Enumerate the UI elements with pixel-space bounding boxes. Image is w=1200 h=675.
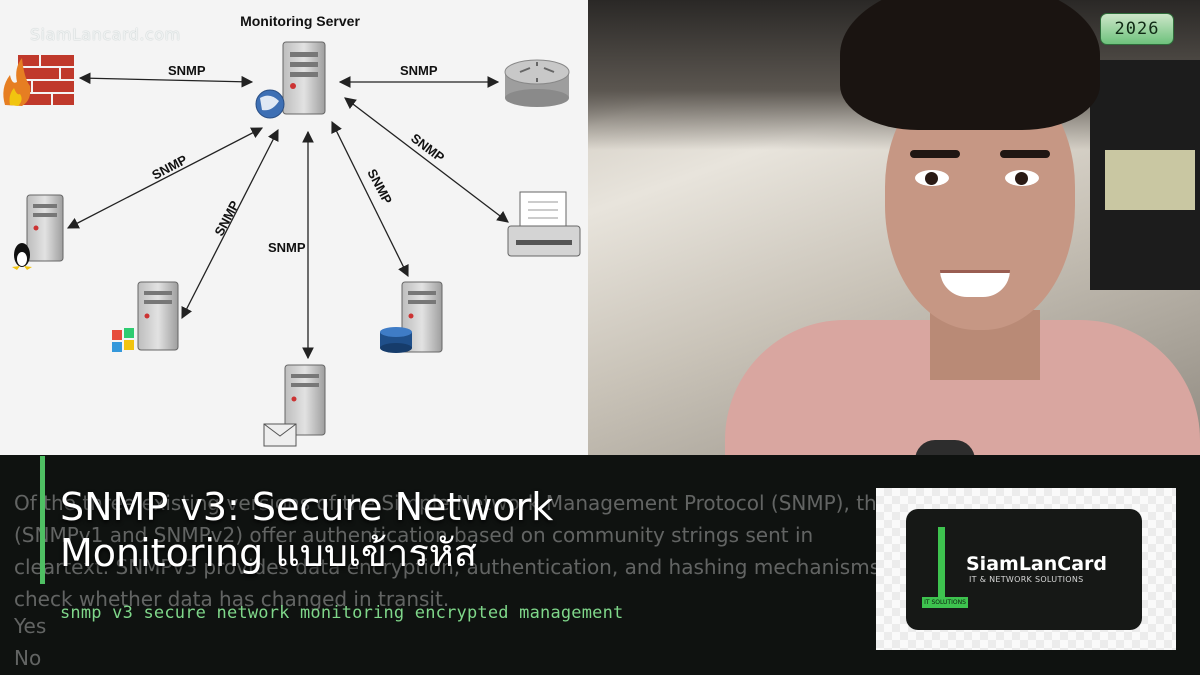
background-article-text: Of the three existing versions of the Si… — [14, 487, 914, 615]
database-server-icon — [380, 281, 443, 353]
presenter-hair — [840, 0, 1100, 130]
background-line: check whether data has changed in transi… — [14, 587, 450, 611]
presenter-brow-left — [910, 150, 960, 158]
firewall-icon — [3, 55, 74, 106]
logo-slogan: IT & NETWORK SOLUTIONS — [969, 575, 1084, 584]
background-answer-yes: Yes — [14, 614, 47, 638]
diagram-title: Monitoring Server — [240, 13, 360, 29]
video-subtitle: snmp v3 secure network monitoring encryp… — [60, 603, 624, 623]
snmp-label-router: SNMP — [400, 63, 438, 78]
background-line: (SNMPv1 and SNMPv2) offer authentication… — [14, 523, 814, 547]
windows-server-icon — [112, 281, 179, 352]
title-accent-bar — [40, 456, 45, 584]
snmp-diagram-svg: Monitoring Server SNMP SNMP SNMP SNMP SN… — [3, 13, 581, 447]
snmp-label-windows: SNMP — [211, 198, 242, 238]
background-line: cleartext. SNMPv3 provides data encrypti… — [14, 555, 907, 579]
watermark: SiamLancard.com — [30, 25, 181, 44]
presenter-eye-right — [1005, 170, 1039, 186]
logo-tag: IT SOLUTIONS — [922, 597, 968, 608]
printer-icon — [507, 191, 581, 257]
arrow-windows — [181, 128, 279, 320]
snmp-label-database: SNMP — [364, 166, 395, 206]
video-title: SNMP v3: Secure Network Monitoring แบบเข… — [60, 484, 553, 576]
presenter-photo — [585, 0, 1200, 490]
router-icon — [504, 59, 570, 107]
logo-name: SiamLanCard — [966, 553, 1108, 575]
presenter-eye-left — [915, 170, 949, 186]
background-answer-no: No — [14, 646, 42, 670]
background-line: Of the three existing versions of the Si… — [14, 491, 914, 515]
snmp-label-firewall: SNMP — [168, 63, 206, 78]
snmp-label-linux: SNMP — [149, 152, 189, 183]
arrow-firewall — [78, 72, 254, 88]
logo-card — [906, 509, 1142, 630]
snmp-label-mail: SNMP — [268, 240, 306, 255]
snmp-diagram: Monitoring Server SNMP SNMP SNMP SNMP SN… — [0, 0, 588, 455]
linux-server-icon — [12, 194, 64, 270]
presenter-brow-right — [1000, 150, 1050, 158]
photo-shelf-item — [1105, 150, 1195, 210]
snmp-arrows — [66, 72, 509, 360]
snmp-label-printer: SNMP — [408, 130, 447, 165]
monitoring-server-icon — [255, 41, 326, 119]
logo-bar — [938, 527, 945, 597]
mail-server-icon — [263, 364, 326, 447]
arrow-database — [331, 120, 409, 278]
title-line-1: SNMP v3: Secure Network — [60, 485, 554, 529]
arrow-printer — [344, 97, 509, 223]
title-line-2: Monitoring แบบเข้ารหัส — [60, 531, 477, 575]
year-badge: 2026 — [1100, 13, 1174, 45]
